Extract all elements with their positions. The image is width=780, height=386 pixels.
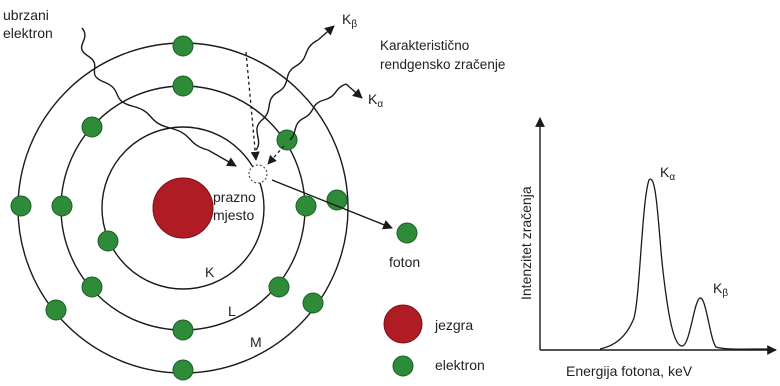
shell-k-orbit	[101, 126, 265, 290]
electron	[172, 75, 194, 97]
legend-nucleus-label: jezgra	[434, 317, 473, 333]
shell-l-label: L	[228, 303, 236, 319]
shell-m-label: M	[250, 334, 262, 350]
vacancy-label-line1: prazno	[213, 189, 256, 205]
electron	[276, 129, 298, 151]
legend: jezgra elektron	[383, 304, 485, 377]
k-beta-emission	[255, 39, 319, 151]
electron	[10, 195, 32, 217]
vacancy-label-line2: mjesto	[213, 207, 254, 223]
electron	[51, 195, 73, 217]
legend-electron-swatch	[392, 355, 414, 377]
electron	[81, 276, 103, 298]
incoming-label-line2: elektron	[3, 25, 53, 41]
electron	[97, 230, 119, 252]
incoming-electron-arrow	[207, 149, 237, 167]
spectrum-plot: Intenzitet zračenja Energija fotona, keV…	[518, 117, 777, 379]
photon-label: foton	[389, 254, 420, 270]
electron	[45, 299, 67, 321]
spectrum-ylabel: Intenzitet zračenja	[518, 186, 534, 300]
m-to-k-transition	[245, 51, 260, 161]
k-alpha-label: Kα	[368, 91, 383, 110]
peak-beta-label: Kβ	[713, 280, 728, 299]
electron	[81, 116, 103, 138]
k-beta-arrow	[317, 25, 335, 41]
nucleus	[152, 177, 214, 239]
electron	[326, 189, 348, 211]
atom-diagram: ubrzani elektron Karakteristično rendgen…	[3, 7, 505, 381]
electron	[172, 319, 194, 341]
electrons	[10, 35, 418, 381]
vacancy-spot	[248, 164, 268, 184]
incoming-label-line1: ubrzani	[3, 7, 49, 23]
electron	[268, 276, 290, 298]
legend-electron-label: elektron	[435, 357, 485, 373]
l-to-k-transition	[267, 145, 285, 165]
electron	[172, 35, 194, 57]
ejected-electron	[396, 222, 418, 244]
shell-k-label: K	[205, 264, 215, 280]
legend-nucleus-swatch	[383, 304, 423, 344]
electron	[302, 292, 324, 314]
electron	[295, 195, 317, 217]
spectrum-curve	[599, 178, 769, 350]
incoming-electron-path	[81, 27, 209, 151]
k-beta-label: Kβ	[342, 11, 357, 30]
peak-alpha-label: Kα	[660, 164, 675, 183]
spectrum-xlabel: Energija fotona, keV	[566, 363, 693, 379]
characteristic-label-line1: Karakteristično	[380, 38, 469, 53]
characteristic-label-line2: rendgensko zračenje	[380, 57, 505, 72]
k-alpha-arrow	[345, 83, 363, 99]
k-alpha-emission	[289, 83, 347, 141]
ejected-electron-arrow	[271, 179, 393, 230]
electron	[172, 359, 194, 381]
